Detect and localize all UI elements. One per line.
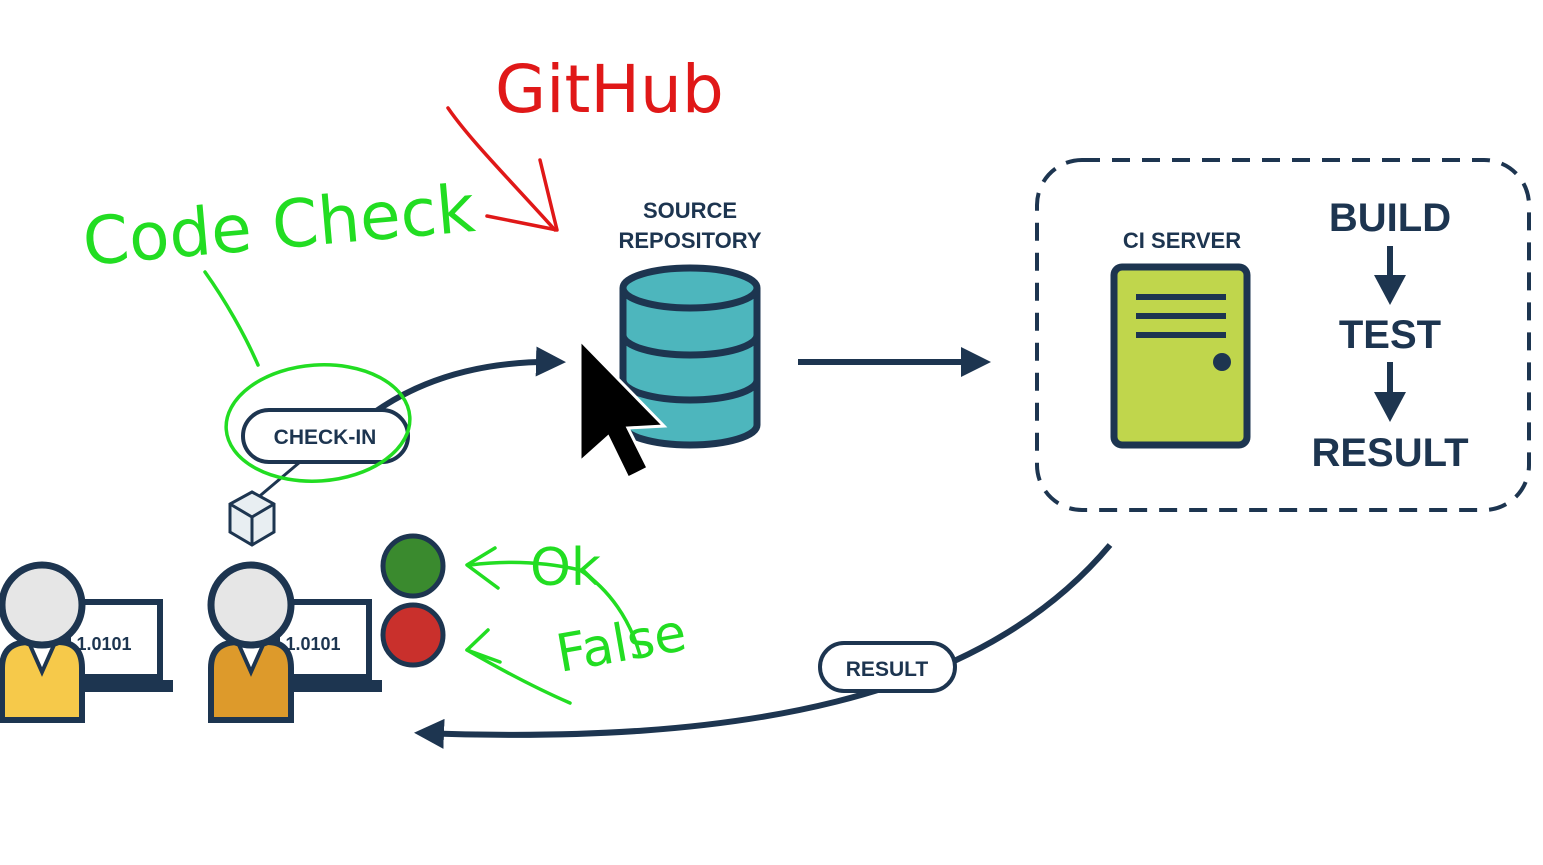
- annotation-arrow-icon: [465, 628, 572, 705]
- source-repository-title-line1: SOURCE: [643, 198, 737, 223]
- check-in-badge: CHECK-IN: [241, 408, 410, 464]
- status-fail-light: [380, 602, 446, 668]
- laptop-screen-text: 1.0101: [76, 634, 131, 654]
- ci-server-title: CI SERVER: [1123, 228, 1241, 253]
- annotation-github: GitHub: [495, 51, 724, 128]
- pipeline-step-build: BUILD: [1329, 196, 1451, 240]
- check-in-label: CHECK-IN: [274, 426, 377, 449]
- pipeline-step-result: RESULT: [1311, 431, 1468, 475]
- annotation-arrow-icon: [465, 546, 642, 657]
- annotation-circle: [224, 363, 412, 483]
- annotation-arrow-icon: [446, 106, 559, 232]
- source-repository-title-line2: REPOSITORY: [618, 228, 761, 253]
- arrow-down-icon: [1374, 362, 1406, 422]
- server-icon: [1110, 263, 1251, 449]
- annotation-code-check: Code Check: [80, 170, 479, 281]
- status-ok-light: [380, 533, 446, 599]
- annotation-false: False: [552, 603, 691, 685]
- result-badge: RESULT: [818, 641, 957, 693]
- mouse-cursor-icon: [578, 336, 668, 481]
- arrow-down-icon: [1374, 246, 1406, 305]
- result-label: RESULT: [846, 658, 929, 681]
- annotation-pointer-line: [203, 270, 260, 367]
- developer-1: 1.0101: [0, 561, 173, 723]
- laptop-screen-text: 1.0101: [285, 634, 340, 654]
- developer-2: 1.0101: [207, 561, 382, 723]
- package-cube-icon: [228, 490, 276, 547]
- developer-head: [207, 561, 295, 649]
- ci-server-group: CI SERVER BUILD TEST RESULT: [1035, 158, 1531, 512]
- developer-head: [0, 561, 86, 649]
- database-icon: [619, 264, 761, 449]
- result-arrow: [414, 543, 1113, 749]
- pipeline-step-test: TEST: [1339, 313, 1441, 357]
- ci-group-dashed-border: [1035, 158, 1531, 512]
- source-repository: SOURCE REPOSITORY: [618, 198, 762, 449]
